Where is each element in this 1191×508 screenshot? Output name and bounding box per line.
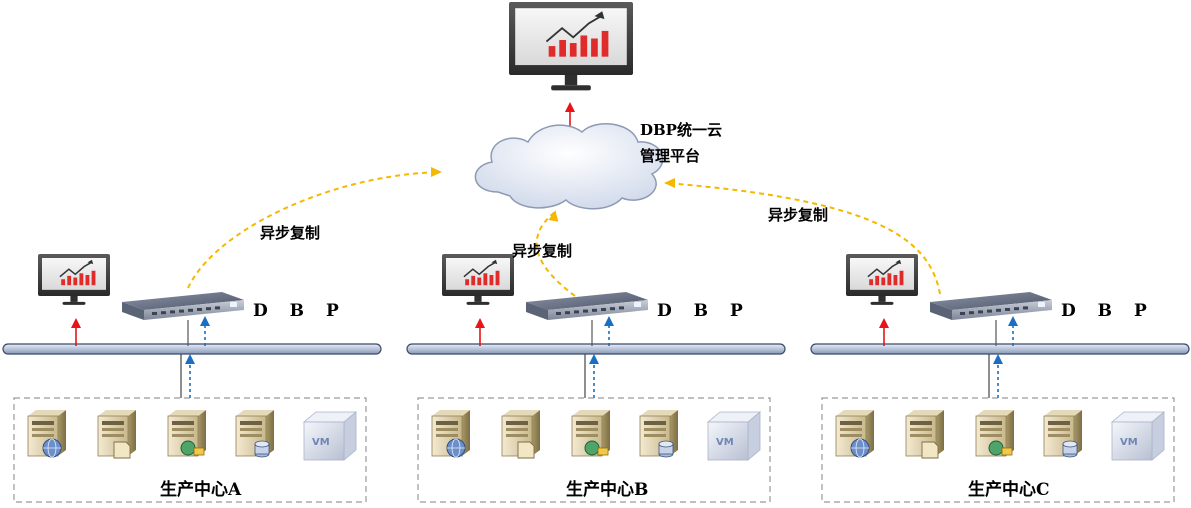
svg-text:VM: VM (1120, 437, 1138, 448)
vm-icon-a: VM (302, 411, 358, 461)
network-bus-c (810, 343, 1190, 355)
database-server-icon-c (1043, 410, 1082, 458)
platform-title: DBP统一云 管理平台 (640, 117, 722, 169)
platform-title-line2: 管理平台 (640, 147, 701, 165)
site-monitor-icon-c (846, 254, 918, 305)
center-label-b: 生产中心B (566, 480, 649, 500)
file-server-icon-b (501, 410, 540, 459)
appliance-label-a: D B P (253, 301, 347, 321)
svg-text:VM: VM (312, 437, 330, 448)
top-monitor-icon (509, 2, 633, 91)
network-bus-b (406, 343, 786, 355)
center-label-a: 生产中心A (160, 480, 242, 500)
center-label-c: 生产中心C (968, 480, 1050, 500)
cloud-icon (474, 123, 664, 210)
network-bus-a (2, 343, 382, 355)
vm-icon-b: VM (706, 411, 762, 461)
web-server-icon-b (431, 410, 470, 458)
site-monitor-icon-b (442, 254, 514, 305)
svg-text:VM: VM (716, 437, 734, 448)
center-sync-arrow-a (185, 354, 195, 398)
replication-path-b (535, 211, 576, 297)
dbp-appliance-icon-c (930, 292, 1052, 320)
appliance-sync-arrow-b (604, 316, 614, 346)
center-sync-arrow-b (589, 354, 599, 398)
file-server-icon-a (97, 410, 136, 459)
database-server-icon-b (639, 410, 678, 458)
replication-arrowhead-c (664, 178, 675, 188)
web-server-icon-a (27, 410, 66, 458)
production-center-box-b (417, 397, 771, 503)
replication-label-b: 异步复制 (512, 242, 573, 260)
replication-arrowhead-a (431, 167, 442, 177)
app-server-icon-a (167, 410, 206, 457)
production-center-box-c (821, 397, 1175, 503)
platform-title-line1: DBP统一云 (640, 121, 722, 139)
monitor-arrow-c (879, 318, 889, 346)
replication-path-c (665, 182, 941, 295)
appliance-label-c: D B P (1061, 301, 1155, 321)
replication-arrowhead-b (548, 210, 559, 222)
appliance-label-b: D B P (657, 301, 751, 321)
vm-icon-c: VM (1110, 411, 1166, 461)
database-server-icon-a (235, 410, 274, 458)
appliance-sync-arrow-c (1008, 316, 1018, 346)
app-server-icon-b (571, 410, 610, 457)
site-monitor-icon-a (38, 254, 110, 305)
appliance-sync-arrow-a (200, 316, 210, 346)
file-server-icon-c (905, 410, 944, 459)
replication-label-a: 异步复制 (260, 224, 321, 242)
dbp-appliance-icon-a (122, 292, 244, 320)
monitor-arrow-a (71, 318, 81, 346)
dbp-appliance-icon-b (526, 292, 648, 320)
replication-path-a (187, 171, 441, 289)
app-server-icon-c (975, 410, 1014, 457)
monitor-arrow-b (475, 318, 485, 346)
replication-label-c: 异步复制 (768, 206, 829, 224)
production-center-box-a (13, 397, 367, 503)
center-sync-arrow-c (993, 354, 1003, 398)
web-server-icon-c (835, 410, 874, 458)
